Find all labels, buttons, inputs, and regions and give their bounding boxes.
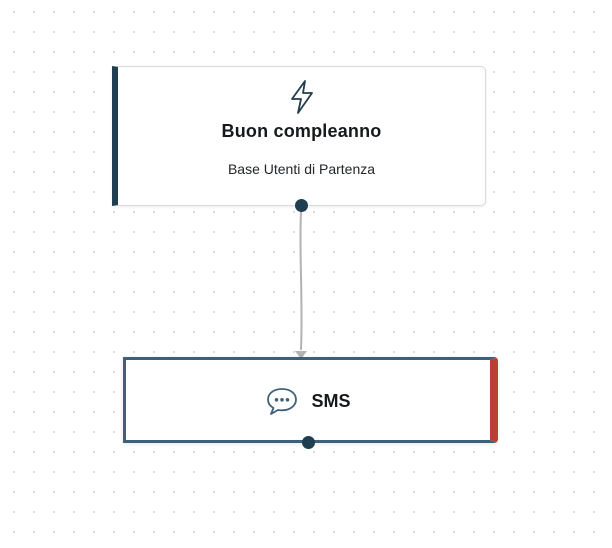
lightning-bolt-icon [287, 79, 317, 115]
trigger-title: Buon compleanno [221, 121, 382, 141]
action-output-handle[interactable] [302, 436, 315, 449]
trigger-node[interactable]: Buon compleanno Base Utenti di Partenza [112, 66, 486, 206]
chat-bubble-dots-icon [265, 386, 299, 416]
trigger-subtitle: Base Utenti di Partenza [227, 161, 376, 177]
action-title: SMS [311, 390, 351, 411]
trigger-output-handle[interactable] [295, 199, 308, 212]
sms-action-node[interactable]: SMS [123, 357, 498, 443]
action-content: SMS [126, 386, 490, 416]
